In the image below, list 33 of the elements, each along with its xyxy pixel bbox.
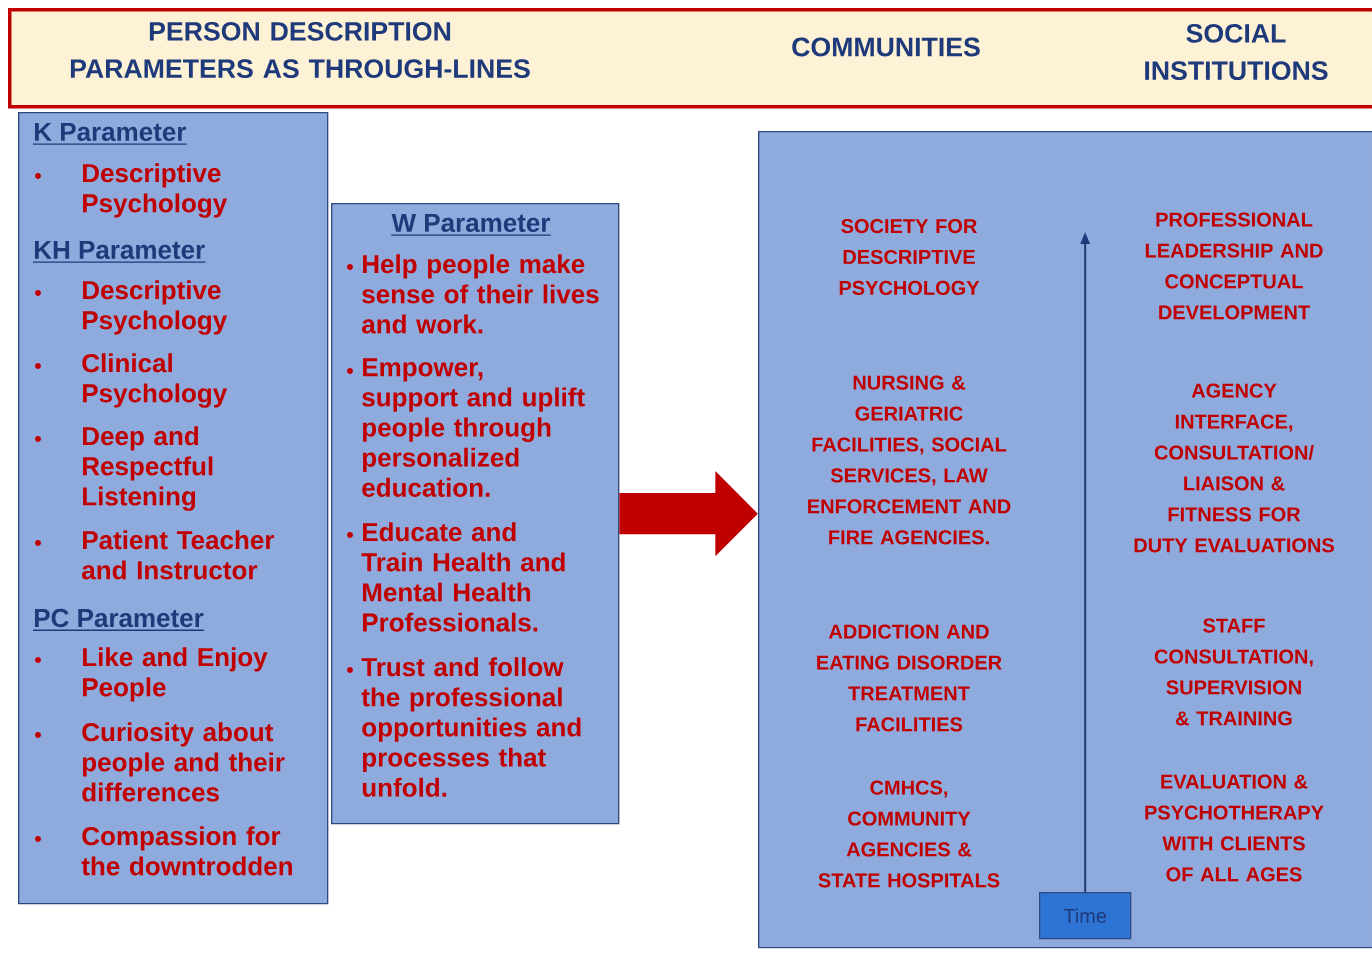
institution-text: STAFF CONSULTATION, SUPERVISION & TRAINING [1154,618,1313,726]
bullet-item: Clinical Psychology [35,353,228,408]
institution-text: NURSING & GERIATRIC FACILITIES, SOCIAL SERVICES, LAW ENFORCEMENT AND FIRE AGENCIES. [808,375,1011,545]
bullet-item: Deep and Respectful Listening [35,426,213,511]
institution-text: ADDICTION AND EATING DISORDER TREATMENT FACILITIES [817,624,1002,732]
institution-text: AGENCY INTERFACE, CONSULTATION/ LIAISON & FITNESS FOR DUTY EVALUATIONS [1134,383,1334,553]
parameter-heading: KH Parameter [32,240,207,263]
header-text: SOCIAL INSTITUTIONS [1145,23,1328,81]
parameter-heading: W Parameter [390,213,552,236]
bullet-item: Educate and Train Health and Mental Health Professionals. [347,522,565,632]
institution-text: CMHCS, COMMUNITY AGENCIES & STATE HOSPITALS [818,780,1000,888]
header-band [8,8,1372,109]
institution-text: EVALUATION & PSYCHOTHERAPY WITH CLIENTS OF ALL AGES [1145,774,1324,882]
bullet-item: Descriptive Psychology [35,280,228,335]
parameter-heading: K Parameter [32,122,188,145]
header-text: PERSON DESCRIPTION PARAMETERS AS THROUGH-LINES [70,21,530,79]
bullet-item: Empower, support and uplift people through personalized education. [347,358,585,497]
time-label: Time [1063,908,1107,923]
parameter-heading: PC Parameter [32,608,205,631]
institutions-panel [758,131,1372,949]
time-box [1039,892,1132,940]
parameter-panel [331,203,620,825]
header-text: COMMUNITIES [792,37,980,57]
parameter-panel [18,112,329,905]
bullet-item: Help people make sense of their lives and work. [347,254,599,334]
bullet-item: Curiosity about people and their differences [35,722,285,802]
bullet-item: Trust and follow the professional opportunities and processes that unfold. [347,657,581,797]
bullet-item: Patient Teacher and Instructor [35,530,275,580]
bullet-item: Descriptive Psychology [35,163,228,218]
bullet-item: Like and Enjoy People [35,647,268,702]
institution-text: PROFESSIONAL LEADERSHIP AND CONCEPTUAL DEVELOPMENT [1145,212,1323,320]
bullet-item: Compassion for the downtrodden [35,826,292,876]
institution-text: SOCIETY FOR DESCRIPTIVE PSYCHOLOGY [839,218,980,295]
